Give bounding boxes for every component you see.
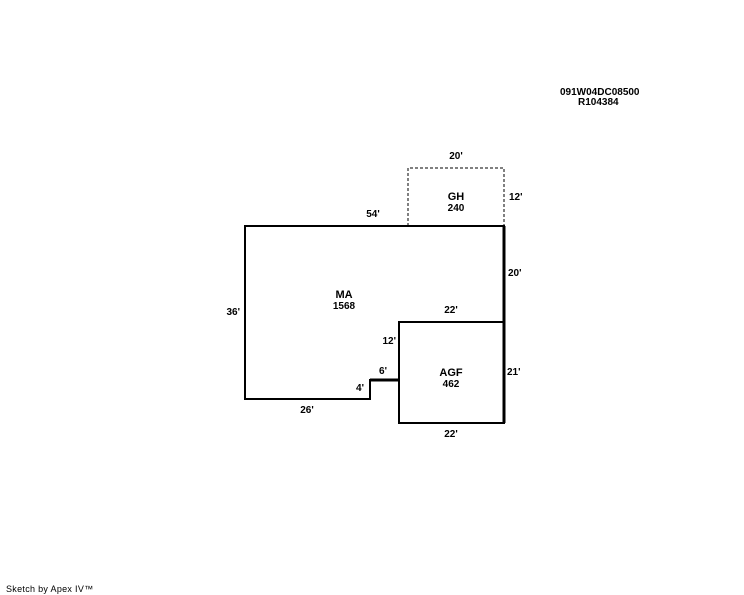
agf-bottom-dimension: 22' bbox=[444, 429, 458, 440]
agf-size: 462 bbox=[442, 379, 460, 390]
ma-size: 1568 bbox=[332, 301, 356, 312]
gh-size: 240 bbox=[447, 203, 465, 214]
parcel-identifiers: 091W04DC08500 R104384 bbox=[560, 88, 640, 108]
account-id: R104384 bbox=[578, 97, 619, 108]
ma-top-dimension: 54' bbox=[366, 209, 380, 220]
ma-area-label: MA 1568 bbox=[333, 289, 355, 313]
ma-right-upper-dimension: 20' bbox=[508, 268, 522, 279]
agf-right-dimension: 21' bbox=[507, 367, 521, 378]
ma-step-height-dimension: 4' bbox=[356, 383, 364, 394]
agf-code: AGF bbox=[439, 367, 463, 379]
agf-top-dimension: 22' bbox=[444, 305, 458, 316]
gh-top-dimension: 20' bbox=[449, 151, 463, 162]
parcel-id: 091W04DC08500 bbox=[560, 87, 640, 98]
ma-code: MA bbox=[335, 289, 353, 301]
ma-step-width-dimension: 6' bbox=[379, 366, 387, 377]
gh-code: GH bbox=[447, 191, 465, 203]
ma-inner-dimension: 12' bbox=[382, 336, 396, 347]
gh-area-label: GH 240 bbox=[448, 191, 465, 215]
ma-bottom-dimension: 26' bbox=[300, 405, 314, 416]
ma-left-dimension: 36' bbox=[226, 307, 240, 318]
agf-area-label: AGF 462 bbox=[439, 367, 462, 391]
gh-outline bbox=[407, 167, 505, 226]
gh-right-dimension: 12' bbox=[509, 192, 523, 203]
sketch-credit: Sketch by Apex IV™ bbox=[6, 584, 94, 594]
ma-outline bbox=[244, 225, 505, 400]
